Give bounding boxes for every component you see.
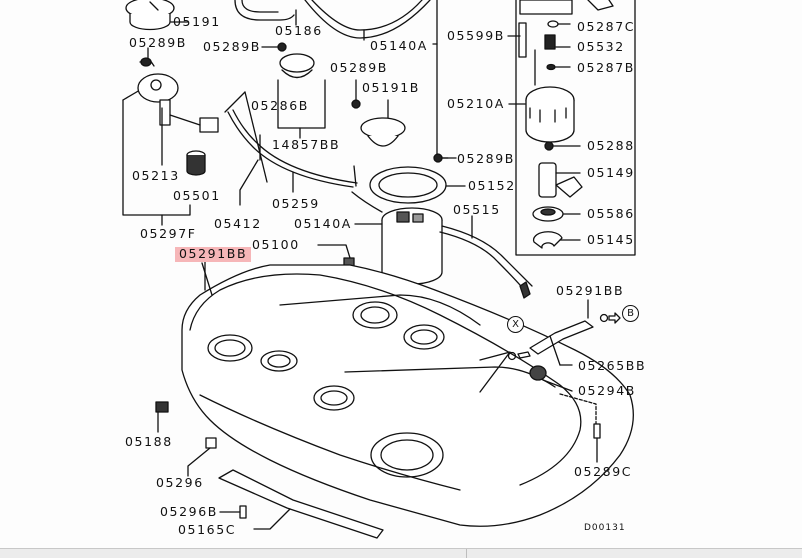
pump-clip-drawing xyxy=(532,231,581,249)
part-label-05188[interactable]: 05294B xyxy=(578,383,636,398)
part-label-05287b[interactable]: 05287B xyxy=(577,60,635,75)
reference-marker-b[interactable]: B xyxy=(622,305,639,322)
part-label-05140a[interactable]: 05140A xyxy=(370,38,428,53)
fuel-pump-drawing xyxy=(538,162,583,198)
part-label-05210a[interactable]: 05210A xyxy=(447,96,505,111)
pump-holder-drawing xyxy=(532,206,581,222)
part-label-05294b[interactable]: 05265BB xyxy=(578,358,647,373)
part-label-05289b[interactable]: 05289B xyxy=(203,39,261,54)
part-label-05291bb[interactable]: 05188 xyxy=(125,434,173,449)
part-label-05412[interactable]: 05515 xyxy=(453,202,501,217)
part-label-05186[interactable]: 05186 xyxy=(275,23,323,38)
part-label-05289b[interactable]: 05289B xyxy=(330,60,388,75)
filler-cap-drawing xyxy=(125,0,189,31)
part-label-05165c[interactable]: 05165C xyxy=(178,522,237,537)
part-label-05213[interactable]: 05586 xyxy=(587,206,635,221)
pump-cap-drawing xyxy=(360,117,406,147)
part-label-05265bb[interactable]: 05291BB xyxy=(556,283,625,298)
fuel-filter-drawing xyxy=(525,86,575,143)
part-label-05259[interactable]: 05213 xyxy=(132,168,180,183)
part-label-05152[interactable]: 05501 xyxy=(173,188,221,203)
part-label-05532[interactable]: 05532 xyxy=(577,39,625,54)
part-label-05149[interactable]: 05149 xyxy=(587,165,635,180)
part-label-05191[interactable]: 05191 xyxy=(173,14,221,29)
part-label-05515[interactable]: 05259 xyxy=(272,196,320,211)
part-label-05191b[interactable]: 05191B xyxy=(362,80,420,95)
part-label-05289b[interactable]: 05289B xyxy=(129,35,187,50)
part-label-05289b[interactable]: 05289B xyxy=(457,151,515,166)
part-label-05296b[interactable]: 05296B xyxy=(160,504,218,519)
fuel-sender-drawing xyxy=(137,57,219,133)
part-label-05100-highlighted[interactable]: 05291BB xyxy=(175,247,252,262)
gasket-ring-drawing xyxy=(369,166,466,204)
part-label-05286b[interactable]: 05286B xyxy=(251,98,309,113)
part-label-05297f[interactable]: 05412 xyxy=(214,216,262,231)
drawing-code: D00131 xyxy=(584,523,626,533)
part-label-05586[interactable]: 05152 xyxy=(468,178,516,193)
float-spring-drawing xyxy=(186,150,206,176)
part-label-05288[interactable]: 05288 xyxy=(587,138,635,153)
part-label-14857bb[interactable]: 14857BB xyxy=(272,137,341,152)
part-label-05599b[interactable]: 05599B xyxy=(447,28,505,43)
viewer-status-bar xyxy=(0,548,802,558)
part-label-05291bb[interactable]: 05100 xyxy=(252,237,300,252)
status-bar-divider xyxy=(466,549,467,558)
grommet-drawing xyxy=(529,365,573,392)
part-label-05501[interactable]: 05145 xyxy=(587,232,635,247)
part-label-05140a[interactable]: 05140A xyxy=(294,216,352,231)
part-label-05296[interactable]: 05289C xyxy=(574,464,633,479)
part-label-05289c[interactable]: 05296 xyxy=(156,475,204,490)
reference-marker-x[interactable]: X xyxy=(507,316,524,333)
bracket-drawing xyxy=(218,469,384,539)
part-label-05145[interactable]: 05297F xyxy=(140,226,197,241)
part-label-05287c[interactable]: 05287C xyxy=(577,19,636,34)
sender-cover-drawing xyxy=(277,42,315,79)
